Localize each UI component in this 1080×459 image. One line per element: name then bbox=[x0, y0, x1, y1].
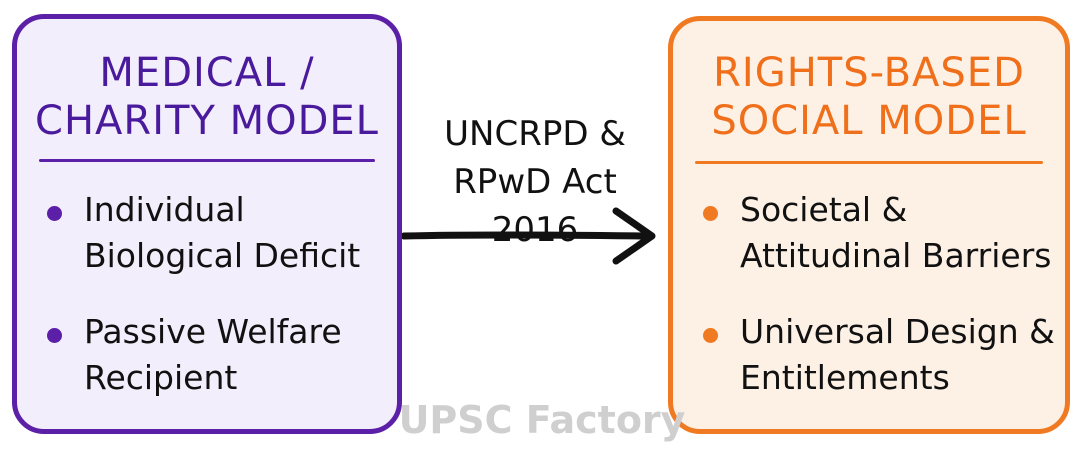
bullet-dot-icon bbox=[47, 328, 62, 343]
bullet-dot-icon bbox=[47, 206, 62, 221]
rights-based-social-model-title: RIGHTS-BASED SOCIAL MODEL bbox=[711, 50, 1027, 144]
right-bullet-text: Universal Design & Entitlements bbox=[740, 312, 1055, 397]
bullet-dot-icon bbox=[703, 328, 718, 343]
left-bullet-text: Individual Biological Deficit bbox=[84, 190, 361, 275]
right-bullet-item: Universal Design & Entitlements bbox=[703, 309, 1055, 401]
right-bullet-text: Societal & Attitudinal Barriers bbox=[740, 190, 1052, 275]
left-bullet-item: Individual Biological Deficit bbox=[47, 187, 360, 279]
right-bullet-item: Societal & Attitudinal Barriers bbox=[703, 187, 1051, 279]
left-title-divider bbox=[39, 159, 375, 162]
medical-charity-model-box: MEDICAL / CHARITY MODEL Individual Biolo… bbox=[12, 14, 402, 434]
left-bullet-text: Passive Welfare Recipient bbox=[84, 312, 342, 397]
rights-based-social-model-box: RIGHTS-BASED SOCIAL MODEL Societal & Att… bbox=[668, 16, 1070, 434]
transition-label: UNCRPD & RPwD Act 2016 bbox=[444, 114, 626, 250]
right-arrow-icon bbox=[402, 207, 656, 265]
right-title-divider bbox=[695, 161, 1043, 164]
bullet-dot-icon bbox=[703, 206, 718, 221]
medical-charity-model-title: MEDICAL / CHARITY MODEL bbox=[35, 50, 379, 144]
watermark: UPSC Factory bbox=[398, 398, 686, 442]
left-bullet-item: Passive Welfare Recipient bbox=[47, 309, 342, 401]
